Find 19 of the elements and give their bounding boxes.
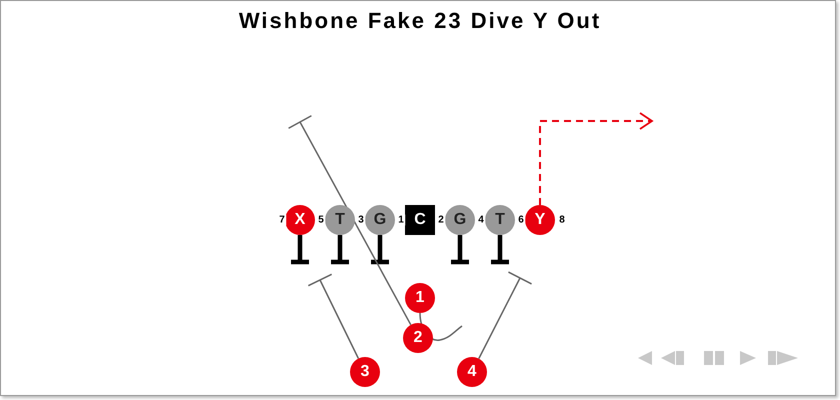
- gap-number: 2: [437, 214, 445, 226]
- block-line: [448, 235, 472, 264]
- block-line: [368, 235, 392, 264]
- block-line: [288, 235, 312, 264]
- title: Wishbone Fake 23 Dive Y Out: [238, 8, 602, 34]
- gap-number: 5: [317, 214, 325, 226]
- gap-number: 1: [397, 214, 405, 226]
- block-line: [308, 274, 360, 359]
- gap-number: 4: [477, 214, 485, 226]
- center-square: C: [405, 205, 435, 235]
- route-arrow: [539, 112, 653, 205]
- gap-number: 8: [558, 214, 566, 226]
- block-line: [328, 235, 352, 264]
- block-line: [478, 271, 532, 359]
- block-line: [488, 235, 512, 264]
- gap-number: 3: [357, 214, 365, 226]
- block-line: [288, 115, 412, 326]
- gap-number: 7: [278, 214, 286, 226]
- gap-number: 6: [517, 214, 525, 226]
